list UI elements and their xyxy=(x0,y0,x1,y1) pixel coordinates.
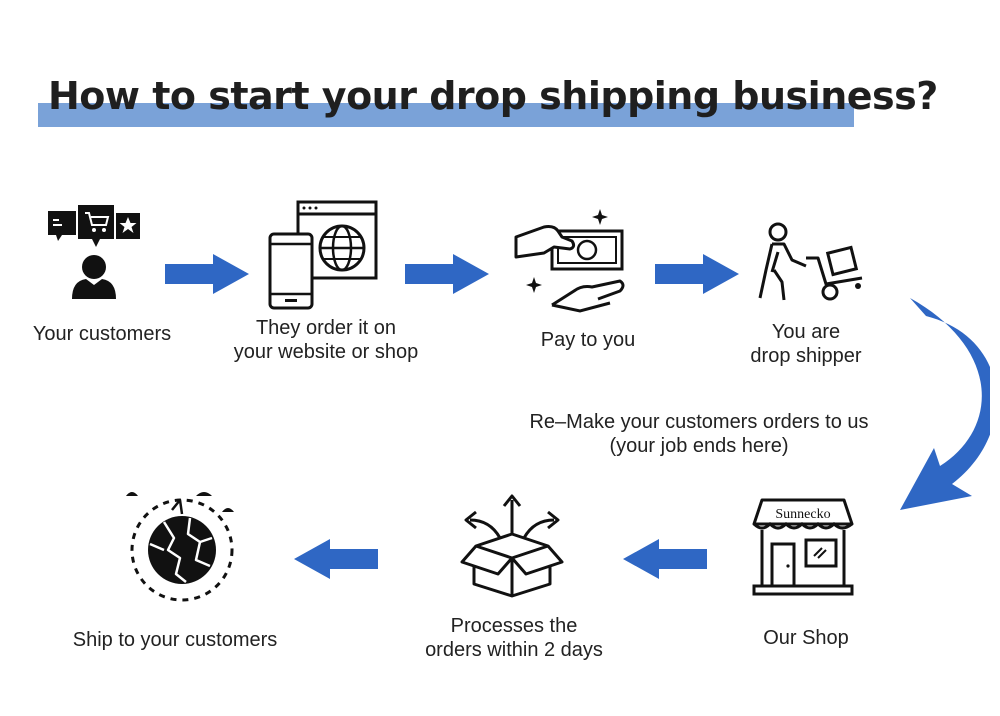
step-label-process-line2: orders within 2 days xyxy=(425,639,603,661)
step-label-process: Processes the orders within 2 days xyxy=(396,614,632,662)
arrow-right-2 xyxy=(405,254,489,294)
arrow-right-1 xyxy=(165,254,249,294)
step-label-shipper-line2: drop shipper xyxy=(750,345,862,367)
step-label-order: They order it on your website or shop xyxy=(206,316,446,364)
delivery-cart-icon xyxy=(758,222,863,301)
step-label-order-line2: your website or shop xyxy=(233,341,419,363)
arrow-curved-down xyxy=(900,298,990,510)
step-label-ship: Ship to your customers xyxy=(72,629,278,651)
remake-note: Re–Make your customers orders to us (you… xyxy=(500,410,898,458)
step-label-process-line1: Processes the xyxy=(450,615,578,637)
remake-note-line2: (your job ends here) xyxy=(609,435,789,457)
payment-hand-icon xyxy=(514,209,625,313)
shop-icon: Sunnecko xyxy=(752,498,854,596)
shop-sign-text: Sunnecko xyxy=(775,507,830,522)
phone-website-icon xyxy=(268,200,378,310)
arrow-right-3 xyxy=(655,254,739,294)
step-label-order-line1: They order it on xyxy=(255,317,397,339)
step-label-shipper: You are drop shipper xyxy=(726,320,886,368)
step-label-shipper-line1: You are xyxy=(771,321,841,343)
globe-icon xyxy=(126,492,234,602)
remake-note-line1: Re–Make your customers orders to us xyxy=(529,411,869,433)
arrow-left-2 xyxy=(294,539,378,579)
step-label-customers: Your customers xyxy=(32,323,172,345)
step-label-pay: Pay to you xyxy=(540,329,636,351)
page-title: How to start your drop shipping business… xyxy=(48,74,938,118)
step-label-shop: Our Shop xyxy=(763,627,849,649)
open-box-icon xyxy=(460,494,564,598)
customer-review-icon xyxy=(48,205,140,299)
title-highlight-bar xyxy=(38,103,854,127)
arrow-left-1 xyxy=(623,539,707,579)
